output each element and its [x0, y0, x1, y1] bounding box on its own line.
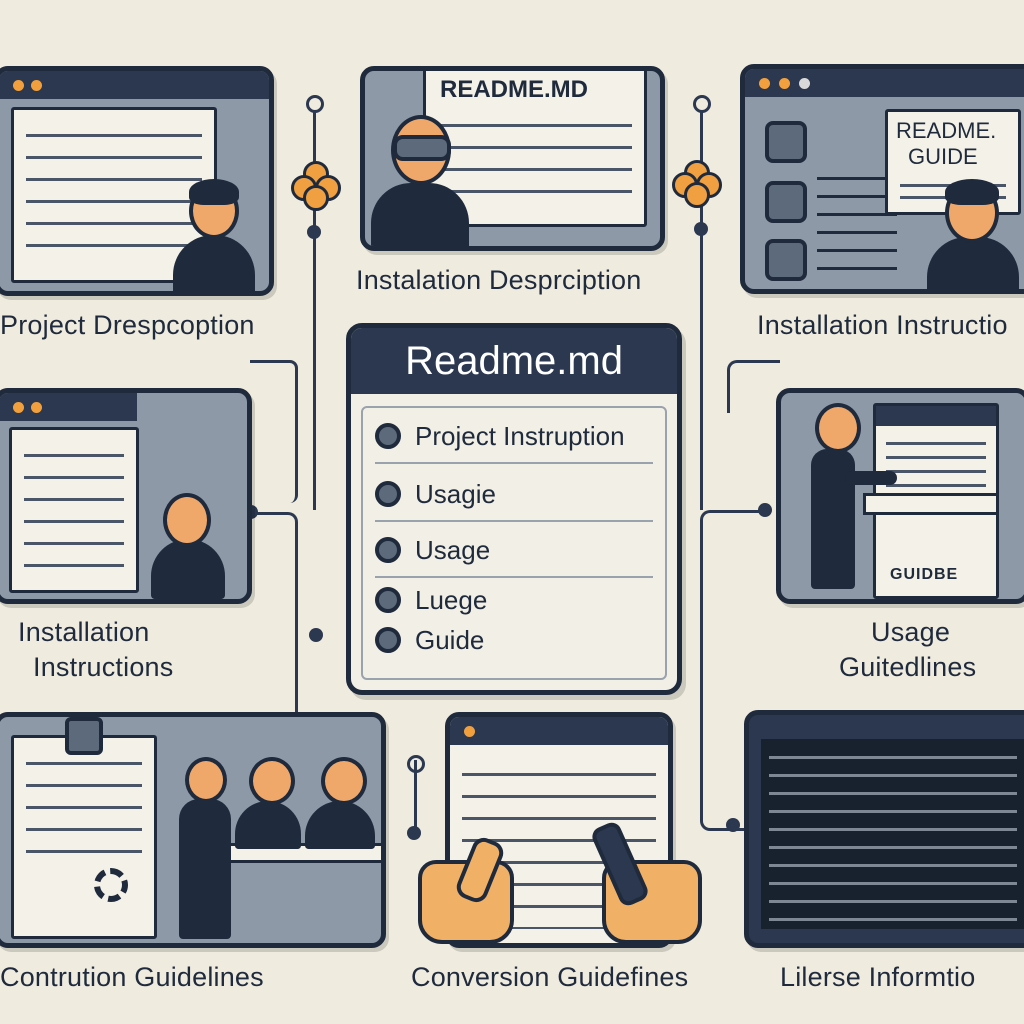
guide-board-label: GUIDBE — [890, 566, 959, 583]
caption-installation-line2: Instructions — [33, 652, 174, 682]
caption-contribution-guidelines: Contrution Guidelines — [0, 962, 264, 992]
team-member — [305, 757, 375, 857]
window-control-dot — [799, 78, 810, 89]
connector-wire — [700, 110, 703, 510]
window-control-dot — [31, 80, 42, 91]
person-with-glasses — [371, 111, 471, 246]
terminal-text — [769, 747, 1017, 921]
luege-icon — [375, 587, 401, 613]
usage-icon — [375, 481, 401, 507]
readme-main-title: Readme.md — [351, 328, 677, 394]
app-icon — [765, 239, 807, 281]
divider — [375, 520, 653, 522]
connector-knob — [694, 222, 708, 236]
caption-usage-line2: Guitedlines — [839, 652, 977, 682]
readme-item-usage[interactable]: Usage — [375, 532, 490, 568]
flower-icon — [672, 160, 722, 208]
document-page — [11, 107, 217, 283]
contribution-guidelines-window — [0, 712, 386, 948]
window-title-bar — [745, 69, 1024, 97]
caption-license-information: Lilerse Informtio — [780, 962, 976, 992]
connector-wire — [250, 512, 298, 715]
text-lines — [817, 169, 897, 279]
window-control-dot — [464, 726, 475, 737]
guide-icon — [375, 627, 401, 653]
window-title-bar — [450, 717, 668, 745]
clipboard-document — [11, 735, 157, 939]
window-control-dot — [779, 78, 790, 89]
guide-board-shelf — [863, 493, 999, 515]
readme-guide-title-line1: README. — [896, 118, 997, 143]
readme-doc-title: README.MD — [440, 76, 588, 103]
readme-item-project[interactable]: Project Instruption — [375, 418, 625, 454]
flower-icon — [291, 161, 341, 211]
connector-knob — [726, 818, 740, 832]
readme-main-panel: Readme.md Project Instruption Usagie Usa… — [346, 323, 682, 695]
glasses-icon — [393, 135, 451, 161]
caption-conversion-guidelines: Conversion Guidefines — [411, 962, 689, 992]
connector-knob — [758, 503, 772, 517]
team-member — [175, 757, 241, 939]
caption-installation-instructions-top: Installation Instructio — [757, 310, 1008, 340]
readme-item-usagie[interactable]: Usagie — [375, 476, 496, 512]
terminal-screen — [761, 739, 1024, 929]
person-figure — [149, 489, 229, 599]
project-description-window — [0, 66, 274, 296]
usage-guidelines-window: GUIDBE — [776, 388, 1024, 604]
connector-wire — [313, 110, 316, 510]
app-icon — [765, 121, 807, 163]
window-control-dot — [13, 402, 24, 413]
connector-knob — [309, 628, 323, 642]
caption-project-description: Project Drespcoption — [0, 310, 255, 340]
connector-knob — [407, 826, 421, 840]
project-icon — [375, 423, 401, 449]
document-page — [9, 427, 139, 593]
connector-wire — [414, 760, 417, 830]
divider — [375, 462, 653, 464]
connector-knob — [407, 755, 425, 773]
person-figure — [923, 177, 1023, 289]
clipboard-clip — [65, 717, 103, 755]
team-member — [235, 757, 301, 857]
readme-guide-window: README. GUIDE — [740, 64, 1024, 294]
readme-item-guide[interactable]: Guide — [375, 622, 484, 658]
caption-usage-line1: Usage — [871, 617, 951, 647]
connector-wire — [727, 360, 780, 413]
window-title-bar — [0, 71, 269, 99]
connector-knob — [307, 225, 321, 239]
license-terminal-window — [744, 710, 1024, 948]
window-control-dot — [13, 80, 24, 91]
readme-contents-list: Project Instruption Usagie Usage Luege G… — [361, 406, 667, 680]
app-icon — [765, 181, 807, 223]
readme-item-luege[interactable]: Luege — [375, 582, 487, 618]
connector-knob — [306, 95, 324, 113]
connector-wire — [250, 360, 298, 503]
person-figure — [169, 177, 259, 291]
readme-guide-title-line2: GUIDE — [908, 144, 978, 169]
divider — [375, 576, 653, 578]
caption-installation-description: Instalation Desprciption — [356, 265, 642, 295]
installation-instructions-window — [0, 388, 252, 604]
caption-installation-line1: Installation — [18, 617, 150, 647]
gear-icon — [94, 868, 128, 902]
window-control-dot — [759, 78, 770, 89]
usage-icon-2 — [375, 537, 401, 563]
connector-knob — [693, 95, 711, 113]
presenter-figure — [801, 403, 897, 593]
installation-description-window: README.MD — [360, 66, 665, 251]
window-control-dot — [31, 402, 42, 413]
